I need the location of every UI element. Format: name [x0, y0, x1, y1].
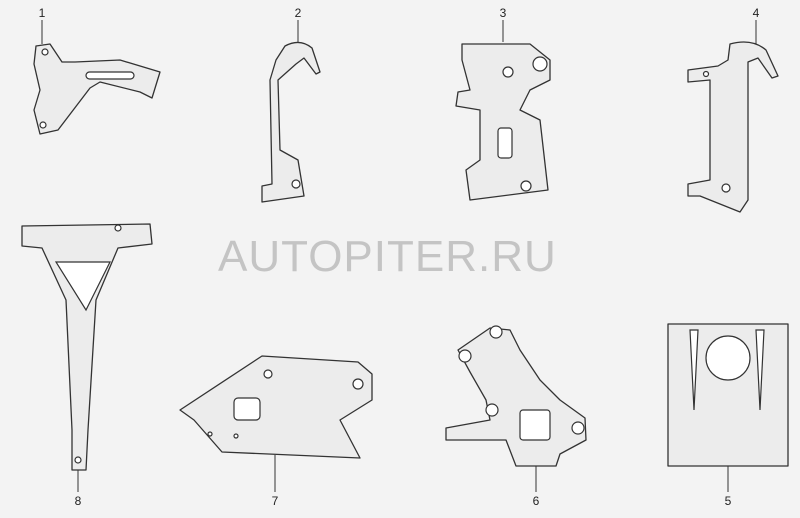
callout-1: 1 — [38, 6, 46, 20]
callout-7: 7 — [271, 494, 279, 508]
part-2-hook — [261, 20, 321, 203]
part-3-bracket — [455, 20, 551, 201]
part-1-bracket — [33, 20, 161, 135]
part-5-clip — [667, 323, 789, 492]
part-7-plate — [179, 355, 373, 492]
part-4-hook — [687, 20, 779, 213]
callout-4: 4 — [752, 6, 760, 20]
callout-6: 6 — [532, 494, 540, 508]
part-6-mount — [445, 325, 587, 492]
callout-3: 3 — [499, 6, 507, 20]
callout-2: 2 — [294, 6, 302, 20]
part-8-strap — [21, 223, 153, 492]
callout-8: 8 — [74, 494, 82, 508]
watermark: AUTOPITER.RU — [218, 232, 557, 281]
callout-5: 5 — [724, 494, 732, 508]
